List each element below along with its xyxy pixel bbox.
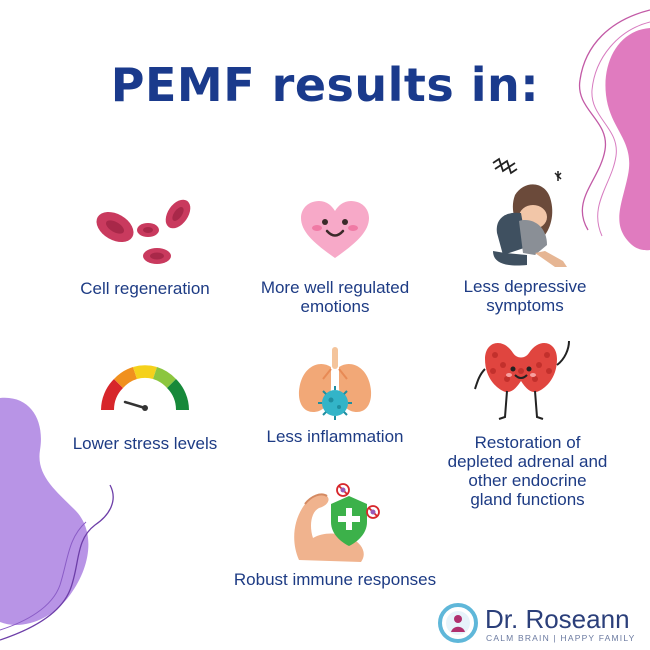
benefit-less-inflammation: Less inflammation: [245, 345, 425, 446]
benefit-label-line-2: emotions: [300, 297, 370, 316]
brand-logo: Dr. Roseann CALM BRAIN | HAPPY FAMILY: [437, 602, 649, 646]
brand-logo-icon: [438, 603, 478, 643]
benefit-label-line-1: Restoration of: [474, 433, 581, 452]
benefit-endocrine-restoration: Restoration of depleted adrenal and othe…: [430, 335, 625, 509]
benefit-label: Lower stress levels: [72, 434, 218, 453]
benefit-label-line-2: symptoms: [486, 296, 564, 315]
thyroid-gland-icon: [473, 340, 570, 420]
benefit-emotions: More well regulated emotions: [235, 198, 435, 316]
sad-person-icon: [492, 157, 567, 267]
pink-blob-decoration: [578, 9, 650, 251]
benefit-robust-immune: Robust immune responses: [205, 482, 465, 589]
benefit-label-line-1: More well regulated: [260, 278, 410, 297]
immune-shield-arm-icon: [294, 483, 380, 562]
benefit-label: Robust immune responses: [233, 570, 437, 589]
benefit-lower-stress: Lower stress levels: [55, 358, 235, 453]
smiling-heart-icon: [301, 201, 369, 258]
benefit-depressive-symptoms: Less depressive symptoms: [440, 155, 610, 315]
brand-tagline: CALM BRAIN | HAPPY FAMILY: [486, 633, 636, 643]
benefit-label-line-3: other endocrine: [468, 471, 587, 490]
benefit-label-line-4: gland functions: [470, 490, 585, 509]
lungs-virus-icon: [298, 347, 372, 420]
stress-gauge-icon: [101, 365, 189, 411]
benefit-cell-regeneration: Cell regeneration: [55, 192, 235, 298]
brand-name: Dr. Roseann: [485, 604, 630, 634]
red-blood-cells-icon: [96, 199, 191, 264]
benefit-label: Cell regeneration: [80, 279, 210, 298]
page-title: PEMF results in:: [110, 58, 540, 112]
purple-blob-decoration: [0, 397, 114, 641]
benefit-label: Less inflammation: [266, 427, 404, 446]
benefit-label-line-2: depleted adrenal and: [447, 452, 608, 471]
benefit-label-line-1: Less depressive: [463, 277, 587, 296]
